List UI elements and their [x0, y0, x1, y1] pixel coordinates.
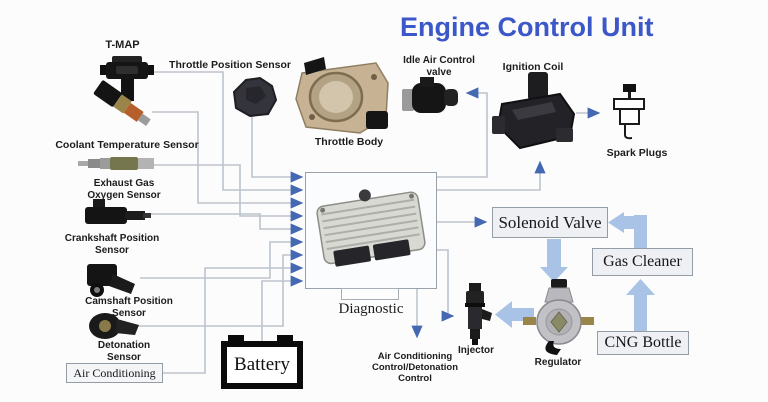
coolant-temperature-sensor-label: Coolant Temperature Sensor [55, 139, 199, 151]
ecu-box [305, 172, 437, 289]
spark-plugs-label: Spark Plugs [606, 147, 668, 159]
battery-box: Battery [221, 341, 303, 389]
crankshaft-position-sensor-image [83, 197, 153, 233]
t-map-sensor-image [100, 52, 155, 104]
air-conditioning-box: Air Conditioning [66, 363, 163, 383]
solenoid-valve-box: Solenoid Valve [492, 207, 608, 238]
injector-label: Injector [457, 345, 495, 356]
crankshaft-position-sensor-label: Crankshaft Position Sensor [64, 233, 160, 256]
gas-cleaner-box: Gas Cleaner [592, 248, 693, 276]
diagnostic-connector-tab [341, 287, 399, 300]
regulator-image [523, 279, 595, 355]
throttle-position-sensor-label: Throttle Position Sensor [169, 59, 291, 71]
gas-flow-arrows [495, 212, 655, 332]
injector-image [456, 281, 494, 347]
battery-terminal-left [228, 335, 244, 343]
oxygen-sensor-image [78, 152, 156, 176]
battery-terminal-right [277, 335, 293, 343]
ignition-coil-label: Ignition Coil [502, 61, 564, 73]
idle-air-control-valve-image [400, 73, 462, 121]
ecu-module-image [316, 189, 426, 267]
regulator-label: Regulator [534, 357, 582, 368]
throttle-body-image [290, 55, 392, 139]
throttle-position-sensor-image [226, 74, 280, 120]
detonation-sensor-image [85, 311, 143, 341]
spark-plug-image [603, 82, 655, 144]
exhaust-gas-oxygen-sensor-label: Exhaust Gas Oxygen Sensor [87, 178, 161, 201]
page-title: Engine Control Unit [400, 12, 654, 42]
camshaft-position-sensor-label: Camshaft Position Sensor [85, 296, 173, 319]
cng-bottle-box: CNG Bottle [597, 331, 689, 355]
ignition-coil-image [490, 70, 580, 152]
coolant-temperature-sensor-image [90, 78, 158, 134]
detonation-sensor-label: Detonation Sensor [97, 340, 151, 363]
camshaft-position-sensor-image [83, 260, 143, 298]
ac-detonation-control-label: Air Conditioning Control/Detonation Cont… [371, 351, 458, 385]
throttle-body-label: Throttle Body [314, 136, 384, 148]
idle-air-control-valve-label: Idle Air Control valve [403, 55, 475, 78]
diagnostic-label: Diagnostic [338, 301, 404, 317]
t-map-label: T-MAP [105, 39, 140, 51]
